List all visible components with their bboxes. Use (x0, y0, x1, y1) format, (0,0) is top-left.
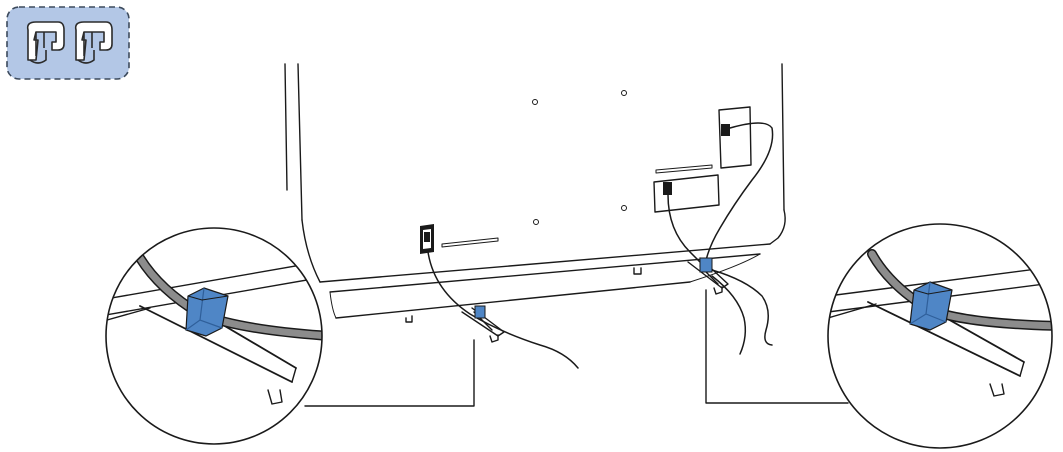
cable-clip (699, 257, 713, 273)
right-detail-magnifier (827, 223, 1053, 449)
cable-clip-icon (6, 6, 130, 80)
mount-hole (621, 90, 627, 96)
leader-line-left (304, 339, 475, 407)
mount-hole (532, 99, 538, 105)
power-plug (721, 124, 730, 136)
mount-hole (533, 219, 539, 225)
cable-clip (474, 305, 486, 319)
stand-left (405, 305, 505, 343)
connector-panel (653, 174, 720, 213)
connector-panel (718, 106, 752, 169)
detail-cable-clip (185, 287, 229, 337)
power-plug (663, 182, 672, 195)
leader-line-right (705, 289, 849, 404)
stand-right (633, 257, 729, 295)
clip-icon-1 (26, 21, 65, 64)
left-detail-magnifier (105, 227, 323, 445)
clip-icon-2 (74, 21, 113, 64)
detail-cable-clip (909, 281, 953, 331)
mount-hole (621, 205, 627, 211)
tv-back-panel (284, 63, 786, 319)
